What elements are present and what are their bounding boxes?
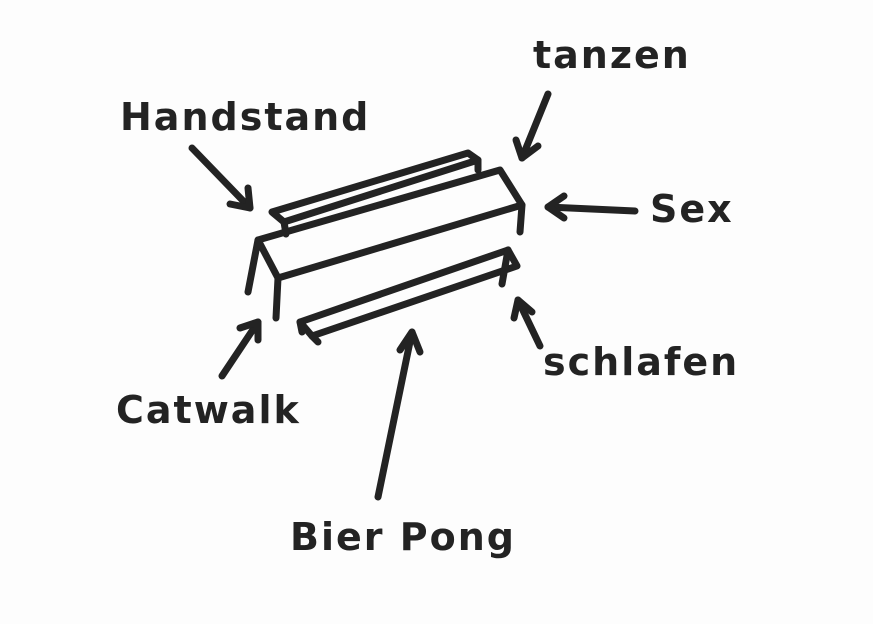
back-bench [268, 149, 482, 238]
arrow-schlafen [510, 296, 544, 350]
arrow-bier-pong [374, 328, 424, 501]
label-handstand: Handstand [120, 95, 370, 139]
arrow-handstand [188, 144, 254, 212]
arrow-sex [544, 192, 639, 222]
label-bier-pong: Bier Pong [290, 515, 516, 559]
label-sex: Sex [650, 187, 734, 231]
arrow-catwalk [218, 318, 262, 380]
beer-table [244, 166, 526, 322]
label-catwalk: Catwalk [116, 388, 301, 432]
arrow-tanzen [512, 90, 552, 162]
label-schlafen: schlafen [543, 340, 739, 384]
front-bench [296, 246, 521, 346]
label-tanzen: tanzen [533, 33, 691, 77]
